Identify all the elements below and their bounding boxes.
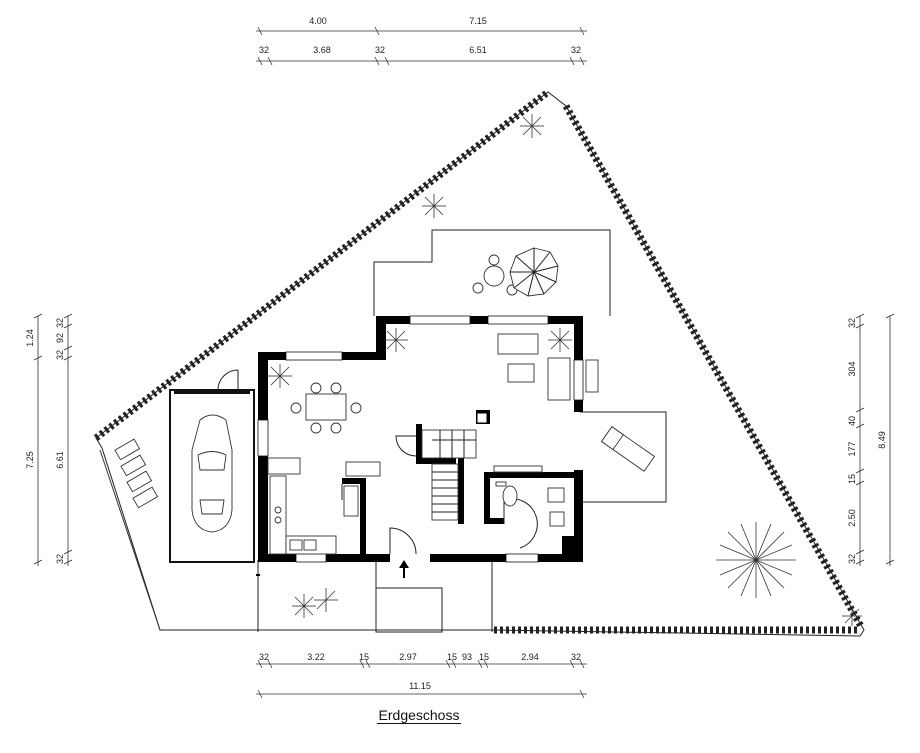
dim-bottom1-2: 15 xyxy=(359,652,369,662)
dim-top2-4: 32 xyxy=(571,45,581,55)
dim-right-inner-5: 2.50 xyxy=(847,509,857,527)
dim-top1-0: 4.00 xyxy=(309,16,327,26)
dim-right-inner-6: 32 xyxy=(847,554,857,564)
dim-left-outer-0: 1.24 xyxy=(25,329,35,347)
car-icon xyxy=(191,414,233,533)
parasol-icon xyxy=(509,247,559,297)
dim-right-inner-2: 40 xyxy=(847,416,857,426)
dim-top2-0: 32 xyxy=(259,45,269,55)
dim-right-inner-4: 15 xyxy=(847,474,857,484)
bottom-dimension-chain-1: 32 3.22 15 2.97 15 93 15 2.94 32 xyxy=(256,652,587,669)
patio-east xyxy=(580,411,667,503)
dim-bottom1-7: 2.94 xyxy=(521,652,539,662)
dim-bottom1-0: 32 xyxy=(259,652,269,662)
dim-right-inner-1: 304 xyxy=(847,361,857,376)
left-dimension-chain-outer: 1.24 7.25 xyxy=(25,313,43,566)
plant-icon-5 xyxy=(268,364,292,388)
dining-table xyxy=(290,382,362,434)
entrance-arrow-icon xyxy=(399,560,409,578)
dim-bottom2-0: 11.15 xyxy=(409,681,431,691)
right-dimension-chain-outer: 8.49 xyxy=(877,313,895,566)
living-furniture xyxy=(497,333,599,401)
front-yard xyxy=(257,560,493,633)
sun-lounger xyxy=(600,426,656,472)
dim-right-inner-0: 32 xyxy=(847,318,857,328)
plant-icon-7 xyxy=(842,606,862,626)
dim-top2-1: 3.68 xyxy=(313,45,331,55)
staircase xyxy=(421,413,487,521)
top-dimension-chain-2: 32 3.68 32 6.51 32 xyxy=(256,45,587,66)
dim-left-inner-2: 32 xyxy=(55,350,65,360)
terrace-north xyxy=(373,229,611,316)
plant-icon-2 xyxy=(520,114,544,138)
property-hedge xyxy=(93,89,866,637)
floor-title: Erdgeschoss xyxy=(0,707,838,724)
dim-right-outer-0: 8.49 xyxy=(877,431,887,449)
plant-icon-4 xyxy=(548,328,572,352)
garden-table xyxy=(472,254,518,296)
house-walls xyxy=(256,315,584,576)
dim-bottom1-4: 15 xyxy=(447,652,457,662)
dim-bottom1-1: 3.22 xyxy=(307,652,325,662)
plant-icon-6 xyxy=(292,588,338,618)
dim-bottom1-3: 2.97 xyxy=(399,652,417,662)
plant-icon-1 xyxy=(422,194,446,218)
top-dimension-chain-1: 4.00 7.15 xyxy=(256,16,587,36)
dim-bottom1-6: 15 xyxy=(479,652,489,662)
dim-top1-1: 7.15 xyxy=(469,16,487,26)
bottom-dimension-chain-2: 11.15 xyxy=(256,681,587,699)
floor-title-text: Erdgeschoss xyxy=(376,707,462,724)
dim-left-inner-1: 92 xyxy=(55,333,65,343)
dim-right-inner-3: 177 xyxy=(847,441,857,456)
dim-bottom1-8: 32 xyxy=(571,652,581,662)
dim-left-inner-0: 32 xyxy=(55,318,65,328)
kitchen xyxy=(267,457,381,555)
dim-left-inner-4: 32 xyxy=(55,554,65,564)
dim-left-inner-3: 6.61 xyxy=(55,451,65,469)
palm-tree-icon xyxy=(716,522,796,598)
dim-bottom1-5: 93 xyxy=(462,652,472,662)
right-dimension-chain-inner: 32 304 40 177 15 2.50 32 xyxy=(847,313,865,566)
dim-left-outer-1: 7.25 xyxy=(25,451,35,469)
stepping-stones xyxy=(114,438,159,509)
wc xyxy=(493,465,565,527)
plant-icon-3 xyxy=(384,328,408,352)
left-dimension-chain-inner: 32 92 32 6.61 32 xyxy=(55,313,73,566)
dim-top2-3: 6.51 xyxy=(469,45,487,55)
dim-top2-2: 32 xyxy=(375,45,385,55)
